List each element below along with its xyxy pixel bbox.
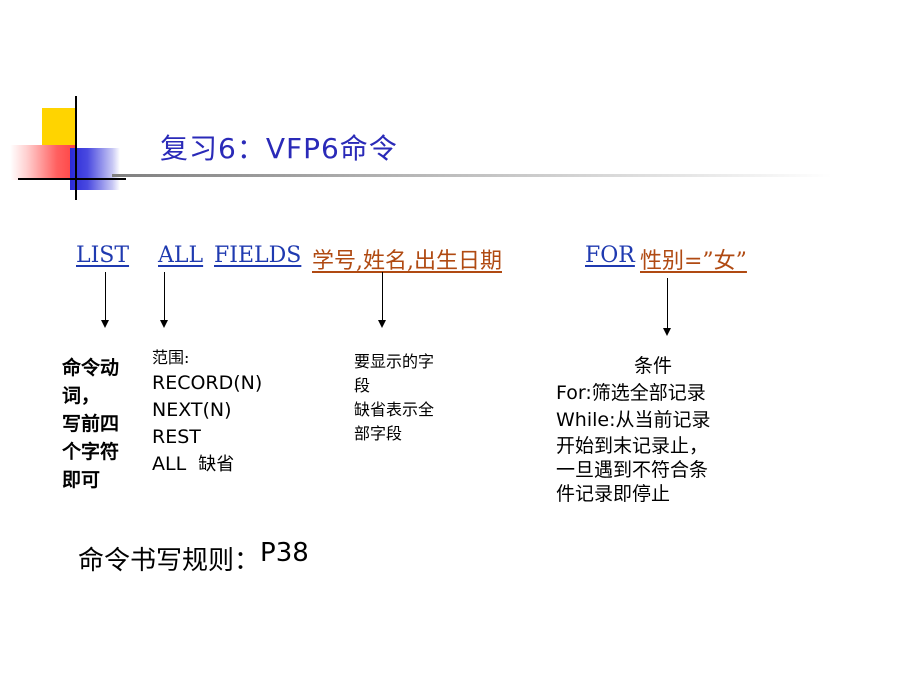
verb-line: 命令动 [62, 357, 120, 379]
command-condition: 性别=”女” [640, 249, 747, 274]
condition-while-row: While:从当前记录 [556, 407, 711, 434]
rule-reference: 命令书写规则：P38 [78, 538, 309, 577]
scope-item: ALL [152, 453, 187, 475]
condition-while-desc: 从当前记录 [615, 409, 711, 431]
rule-page: P38 [260, 538, 309, 568]
verb-line: 个字符 [62, 441, 120, 463]
arrow-fields-shaft [382, 272, 383, 320]
scope-all-row: ALL 缺省 [152, 451, 262, 478]
arrow-condition-head [663, 328, 671, 336]
annotation-condition: 条件 For:筛选全部记录 While:从当前记录 开始到末记录止， 一旦遇到不… [556, 353, 711, 506]
verb-line: 即可 [62, 469, 101, 491]
condition-heading: 条件 [634, 355, 673, 377]
arrow-scope-shaft [164, 272, 165, 320]
logo-vertical-line [75, 96, 77, 200]
arrow-verb-head [101, 320, 109, 328]
arrow-fields-head [378, 320, 386, 328]
command-for: FOR [585, 243, 635, 268]
scope-item: RECORD(N) [152, 372, 263, 394]
condition-for-label: For: [556, 382, 592, 404]
condition-while-label: While: [556, 409, 616, 431]
command-field-list: 学号,姓名,出生日期 [312, 249, 502, 274]
annotation-fields: 要显示的字 段 缺省表示全 部字段 [354, 350, 434, 446]
annotation-verb: 命令动 词， 写前四 个字符 即可 [62, 354, 119, 494]
fields-line: 要显示的字 [354, 352, 435, 371]
rule-label: 命令书写规则： [78, 546, 261, 576]
logo-horizontal-line [18, 178, 126, 180]
scope-heading: 范围: [152, 348, 190, 367]
condition-for-row: For:筛选全部记录 [556, 380, 711, 407]
fields-line: 缺省表示全 [354, 400, 435, 419]
scope-item: REST [152, 426, 201, 448]
verb-line: 词， [62, 385, 101, 407]
verb-line: 写前四 [62, 413, 120, 435]
logo-red-square [10, 145, 77, 180]
arrow-scope-head [160, 320, 168, 328]
slide-title: 复习6：VFP6命令 [160, 132, 398, 165]
logo-yellow-square [42, 108, 77, 145]
command-list: LIST [76, 243, 130, 268]
command-fields: FIELDS [214, 243, 302, 268]
condition-line: 一旦遇到不符合条 [556, 459, 709, 481]
title-divider [112, 174, 832, 177]
fields-line: 段 [354, 376, 371, 395]
arrow-verb-shaft [105, 272, 106, 320]
annotation-scope: 范围: RECORD(N) NEXT(N) REST ALL 缺省 [152, 346, 262, 478]
logo-blue-square [70, 148, 120, 190]
scope-default: 缺省 [198, 454, 235, 475]
command-all: ALL [158, 243, 204, 268]
condition-line: 件记录即停止 [556, 483, 671, 505]
scope-item: NEXT(N) [152, 399, 232, 421]
arrow-condition-shaft [667, 278, 668, 328]
fields-line: 部字段 [354, 424, 403, 443]
condition-line: 开始到末记录止， [556, 435, 709, 457]
condition-for-desc: 筛选全部记录 [591, 382, 706, 404]
